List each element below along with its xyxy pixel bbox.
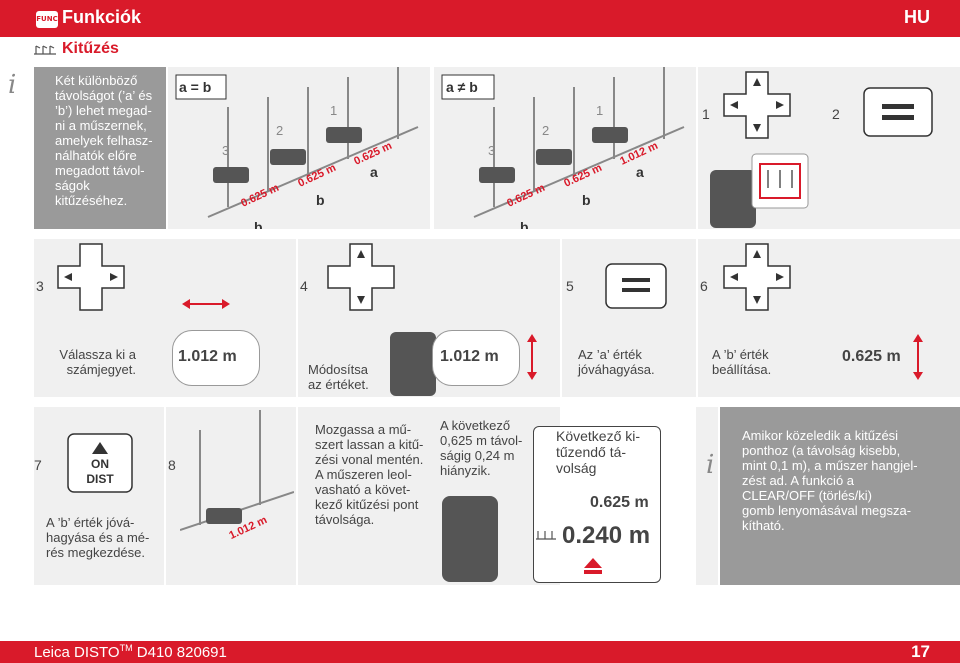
point-label: a — [370, 164, 378, 180]
step-number: 1 — [702, 106, 710, 122]
label-a-not-equals-b: a ≠ b — [446, 79, 478, 95]
navigation-keypad-icon — [327, 243, 395, 311]
point-label: b — [582, 192, 591, 208]
label-a-equals-b: a = b — [179, 79, 212, 95]
device-icon — [442, 496, 498, 582]
wall-number: 2 — [542, 123, 549, 138]
svg-text:ON: ON — [91, 457, 109, 471]
point-label: b — [316, 192, 325, 208]
stakeout-icon — [536, 531, 556, 540]
horizontal-arrow-icon — [182, 299, 230, 309]
step-number: 3 — [36, 278, 44, 294]
step-6-reading: 0.625 m — [842, 348, 901, 365]
vertical-arrow-icon — [527, 334, 537, 380]
step-7-text: A ’b’ érték jóvá-hagyása és a mé-rés meg… — [46, 515, 150, 560]
step-9-panel — [298, 407, 560, 585]
next-stakeout-value: 0.625 m — [590, 494, 649, 511]
language-label: HU — [904, 7, 930, 27]
on-dist-button: ON DIST — [67, 433, 133, 493]
footer-product: Leica DISTOTM D410 820691 — [34, 643, 227, 661]
step-8-panel — [166, 407, 296, 585]
step-number: 2 — [832, 106, 840, 122]
info-icon: i — [8, 70, 17, 100]
remaining-value: 0.240 m — [562, 522, 651, 549]
display-label: Következő ki-tűzendő tá-volság — [556, 428, 641, 476]
stakeout-icon — [34, 45, 56, 55]
svg-text:DIST: DIST — [86, 472, 114, 486]
navigation-keypad-icon — [57, 243, 125, 311]
step-number: 7 — [34, 457, 42, 473]
info-panel — [720, 407, 960, 585]
step-3-display — [172, 330, 260, 386]
page-number: 17 — [911, 642, 930, 661]
step-number: 4 — [300, 278, 308, 294]
navigation-keypad-icon — [723, 71, 791, 139]
step-8-diagram — [180, 410, 294, 531]
point-label: b — [520, 219, 529, 229]
equals-button-icon — [863, 87, 933, 137]
step-number: 8 — [168, 457, 176, 473]
info-spacer — [696, 407, 718, 585]
equals-button-icon — [605, 263, 667, 309]
vertical-arrow-icon — [913, 334, 923, 380]
device-icon — [390, 332, 436, 396]
move-text: Mozgassa a mű-szert lassan a kitű-zési v… — [315, 422, 424, 527]
step-3-reading: 1.012 m — [178, 348, 237, 365]
point-label: b — [254, 219, 263, 229]
navigation-keypad-icon — [723, 243, 791, 311]
wall-number: 3 — [222, 143, 229, 158]
step-number: 6 — [700, 278, 708, 294]
reading-label: 0.625 m — [296, 162, 338, 190]
footer-bar — [0, 641, 960, 663]
intro-panel — [34, 67, 166, 229]
wall-number: 2 — [276, 123, 283, 138]
diagram-equal: 3 2 1 0.625 m 0.625 m 0.625 m b b a — [175, 67, 419, 229]
wall-number: 1 — [330, 103, 337, 118]
step-number: 5 — [566, 278, 574, 294]
info-icon: i — [706, 450, 715, 480]
reading-label: 0.625 m — [239, 182, 281, 210]
header-bar — [0, 0, 960, 37]
stakeout-display — [533, 426, 661, 583]
step-4-reading: 1.012 m — [440, 348, 499, 365]
device-stakeout-screen — [710, 153, 809, 228]
section-title: Kitűzés — [62, 40, 119, 57]
up-arrow-icon — [584, 558, 602, 574]
point-label: a — [636, 164, 644, 180]
reading-label: 0.625 m — [505, 182, 547, 210]
wall-number: 1 — [596, 103, 603, 118]
page-title: Funkciók — [62, 7, 142, 27]
wall-number: 3 — [488, 143, 495, 158]
diagram-notequal: 3 2 1 0.625 m 0.625 m 1.012 m b b a — [441, 67, 685, 229]
reading-label: 0.625 m — [562, 162, 604, 190]
step-4-display — [432, 330, 520, 386]
func-badge: FUNC — [36, 11, 58, 28]
